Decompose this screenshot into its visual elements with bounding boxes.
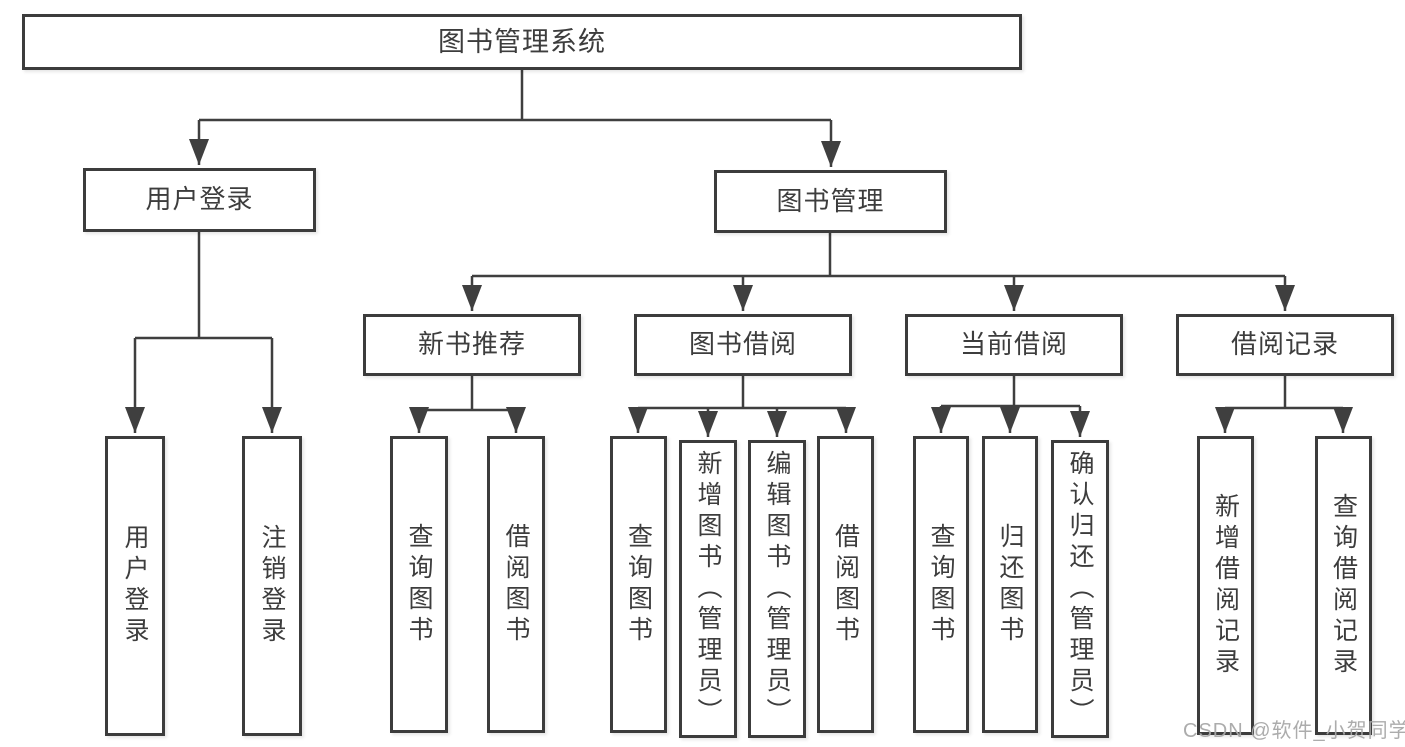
leaf-return-book: 归还图书 [982, 436, 1038, 733]
leaf-borrow-books: 借阅图书 [817, 436, 874, 733]
leaf-confirm-return-admin: 确认归还（管理员） [1051, 440, 1109, 738]
leaf-query-books-recommend: 查询图书 [390, 436, 448, 733]
node-book-borrow: 图书借阅 [634, 314, 852, 376]
leaf-logout: 注销登录 [242, 436, 302, 736]
leaf-add-borrow-record: 新增借阅记录 [1197, 436, 1254, 735]
leaf-query-borrow-record: 查询借阅记录 [1315, 436, 1372, 735]
node-root-library-system: 图书管理系统 [22, 14, 1022, 70]
node-current-borrow: 当前借阅 [905, 314, 1123, 376]
csdn-watermark: CSDN @软件_小贺同学 [1183, 720, 1405, 742]
leaf-add-book-admin: 新增图书（管理员） [679, 440, 737, 738]
leaf-query-books-current: 查询图书 [913, 436, 969, 733]
node-book-management: 图书管理 [714, 170, 947, 233]
node-new-book-recommend: 新书推荐 [363, 314, 581, 376]
leaf-query-books-borrow: 查询图书 [610, 436, 667, 733]
leaf-edit-book-admin: 编辑图书（管理员） [748, 440, 806, 738]
node-user-login: 用户登录 [83, 168, 316, 232]
leaf-user-login: 用户登录 [105, 436, 165, 736]
leaf-borrow-books-recommend: 借阅图书 [487, 436, 545, 733]
node-borrow-records: 借阅记录 [1176, 314, 1394, 376]
